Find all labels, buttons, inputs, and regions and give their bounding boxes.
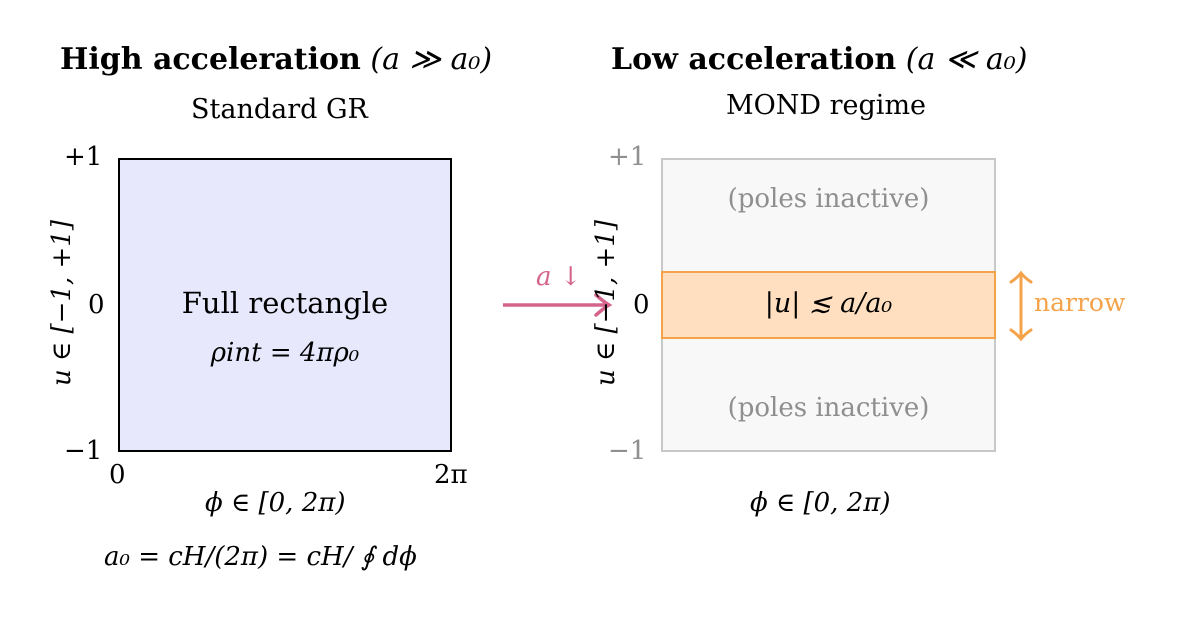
left-u-tick-top: +1 [64, 142, 103, 172]
right-title-bold: Low acceleration [611, 42, 897, 77]
left-subtitle: Standard GR [191, 94, 368, 125]
right-subtitle: MOND regime [726, 90, 927, 121]
left-phi-tick-start: 0 [109, 460, 126, 490]
left-box-label: Full rectangle [181, 286, 389, 320]
left-u-tick-bottom: −1 [64, 436, 103, 466]
right-u-tick-top: +1 [608, 142, 647, 172]
right-title-condition: (a ≪ a₀) [905, 42, 1028, 77]
right-band-label: |u| ≲ a/a₀ [764, 288, 893, 319]
band-note-label: narrow [1034, 288, 1126, 317]
left-bottom-formula: a₀ = cH/(2π) = cH/ ∮ dϕ [104, 542, 417, 572]
right-u-tick-bottom: −1 [608, 436, 647, 466]
right-narrow-band [661, 271, 996, 339]
transition-label: a ↓ [536, 262, 582, 292]
left-title-bold: High acceleration [60, 42, 361, 77]
left-u-tick-zero: 0 [88, 290, 105, 320]
right-pole-bottom-label: (poles inactive) [727, 393, 930, 423]
left-full-rectangle [118, 158, 452, 452]
right-u-axis-label: u ∈ [−1, +1] [591, 220, 621, 386]
left-title-condition: (a ≫ a₀) [370, 42, 493, 77]
left-phi-axis-label: ϕ ∈ [0, 2π) [205, 488, 346, 518]
left-box-formula: ρint = 4πρ₀ [210, 338, 360, 368]
band-width-arrow-icon [1009, 270, 1033, 342]
right-title: Low acceleration (a ≪ a₀) [611, 42, 1027, 77]
right-phi-axis-label: ϕ ∈ [0, 2π) [750, 488, 891, 518]
left-title: High acceleration (a ≫ a₀) [60, 42, 492, 77]
left-u-axis-label: u ∈ [−1, +1] [47, 220, 77, 386]
right-pole-top-label: (poles inactive) [727, 184, 930, 214]
transition-arrow-icon [503, 293, 613, 317]
right-u-tick-zero: 0 [633, 290, 650, 320]
left-phi-tick-end: 2π [434, 460, 468, 490]
